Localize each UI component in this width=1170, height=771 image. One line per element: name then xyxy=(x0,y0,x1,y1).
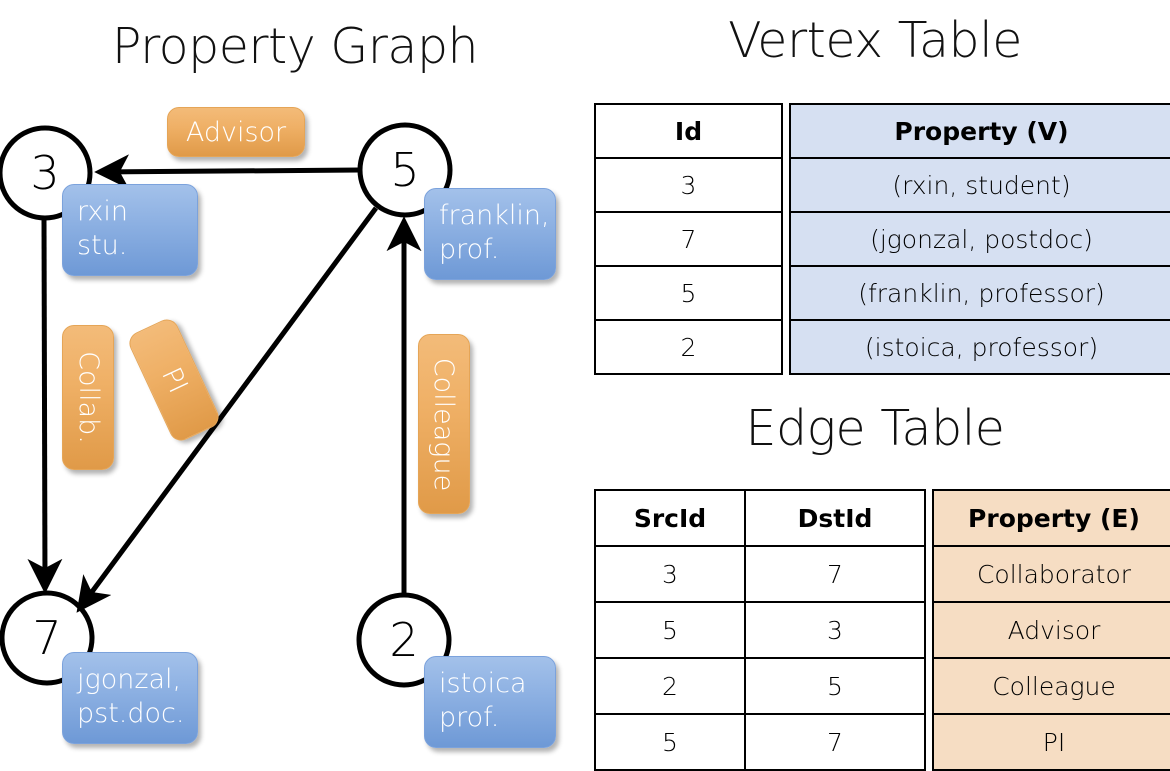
edge-5-to-3 xyxy=(94,154,361,190)
vertex-cell-property: (istoica, professor) xyxy=(789,319,1170,375)
edge-cell-property: Collaborator xyxy=(932,545,1170,603)
vertex-cell-property: (franklin, professor) xyxy=(789,265,1170,321)
edge-label-pi-text: PI xyxy=(154,362,194,398)
column-gap xyxy=(782,266,790,320)
node-property-box-7: jgonzal, pst.doc. xyxy=(62,652,198,744)
edge-table: SrcId DstId Property (E) 3 7 Collaborato… xyxy=(594,489,1170,771)
vertex-cell-id: 2 xyxy=(594,319,783,375)
node-label-7: 7 xyxy=(32,611,62,665)
edge-5-to-7 xyxy=(76,206,379,613)
edge-cell-dstid: 5 xyxy=(744,657,926,715)
page-title-property-graph: Property Graph xyxy=(111,18,479,75)
edge-cell-srcid: 2 xyxy=(594,657,746,715)
edge-label-colleague-text: Colleague xyxy=(428,357,460,491)
column-gap xyxy=(782,104,790,158)
edge-header-property: Property (E) xyxy=(932,489,1170,547)
vertex-header-property: Property (V) xyxy=(789,103,1170,159)
vertex-table: Id Property (V) 3 (rxin, student) 7 (jgo… xyxy=(594,103,1170,375)
vertex-cell-property: (rxin, student) xyxy=(789,157,1170,213)
edge-cell-srcid: 5 xyxy=(594,601,746,659)
edge-label-collab-text: Collab. xyxy=(72,351,104,444)
column-gap xyxy=(925,602,933,658)
edge-cell-dstid: 3 xyxy=(744,601,926,659)
vertex-cell-id: 5 xyxy=(594,265,783,321)
node-label-5: 5 xyxy=(390,143,420,197)
edge-header-srcid: SrcId xyxy=(594,489,746,547)
edge-table-header-row: SrcId DstId Property (E) xyxy=(594,489,1170,547)
edge-label-collab: Collab. xyxy=(62,325,114,470)
column-gap xyxy=(925,546,933,602)
edge-label-advisor: Advisor xyxy=(167,107,305,157)
edge-3-to-7 xyxy=(27,217,63,594)
node-property-7-line2: pst.doc. xyxy=(77,698,185,729)
page-title-vertex-table: Vertex Table xyxy=(728,12,1022,69)
edge-cell-property: PI xyxy=(932,713,1170,771)
table-row: 7 (jgonzal, postdoc) xyxy=(594,211,1170,267)
node-property-3-line2: stu. xyxy=(77,230,128,261)
node-property-2-line2: prof. xyxy=(439,702,500,733)
table-row: 5 (franklin, professor) xyxy=(594,265,1170,321)
column-gap xyxy=(925,714,933,770)
node-property-5-line2: prof. xyxy=(439,234,500,265)
vertex-table-header-row: Id Property (V) xyxy=(594,103,1170,159)
edge-label-colleague: Colleague xyxy=(418,334,470,514)
column-gap xyxy=(925,490,933,546)
node-label-3: 3 xyxy=(30,146,60,200)
table-row: 2 5 Colleague xyxy=(594,657,1170,715)
node-label-2: 2 xyxy=(389,613,419,667)
column-gap xyxy=(925,658,933,714)
vertex-cell-id: 3 xyxy=(594,157,783,213)
table-row: 5 3 Advisor xyxy=(594,601,1170,659)
edge-label-advisor-text: Advisor xyxy=(185,116,287,148)
edge-header-dstid: DstId xyxy=(744,489,926,547)
column-gap xyxy=(782,320,790,374)
column-gap xyxy=(782,212,790,266)
table-row: 3 (rxin, student) xyxy=(594,157,1170,213)
edge-cell-srcid: 3 xyxy=(594,545,746,603)
edge-cell-dstid: 7 xyxy=(744,713,926,771)
table-row: 5 7 PI xyxy=(594,713,1170,771)
table-row: 3 7 Collaborator xyxy=(594,545,1170,603)
edge-cell-property: Advisor xyxy=(932,601,1170,659)
node-property-box-2: istoica prof. xyxy=(424,656,556,748)
vertex-cell-property: (jgonzal, postdoc) xyxy=(789,211,1170,267)
node-property-box-3: rxin stu. xyxy=(62,184,198,276)
page-title-edge-table: Edge Table xyxy=(745,400,1005,457)
property-graph-panel: Property Graph 3 5 7 2 rxin stu. frankli… xyxy=(0,0,585,760)
node-property-box-5: franklin, prof. xyxy=(424,188,556,280)
table-row: 2 (istoica, professor) xyxy=(594,319,1170,375)
node-property-7-line1: jgonzal, xyxy=(77,664,182,695)
edge-cell-property: Colleague xyxy=(932,657,1170,715)
edge-cell-dstid: 7 xyxy=(744,545,926,603)
edge-cell-srcid: 5 xyxy=(594,713,746,771)
node-property-5-line1: franklin, xyxy=(439,200,550,231)
column-gap xyxy=(782,158,790,212)
node-property-2-line1: istoica xyxy=(439,668,527,699)
vertex-header-id: Id xyxy=(594,103,783,159)
vertex-cell-id: 7 xyxy=(594,211,783,267)
node-property-3-line1: rxin xyxy=(77,196,128,227)
